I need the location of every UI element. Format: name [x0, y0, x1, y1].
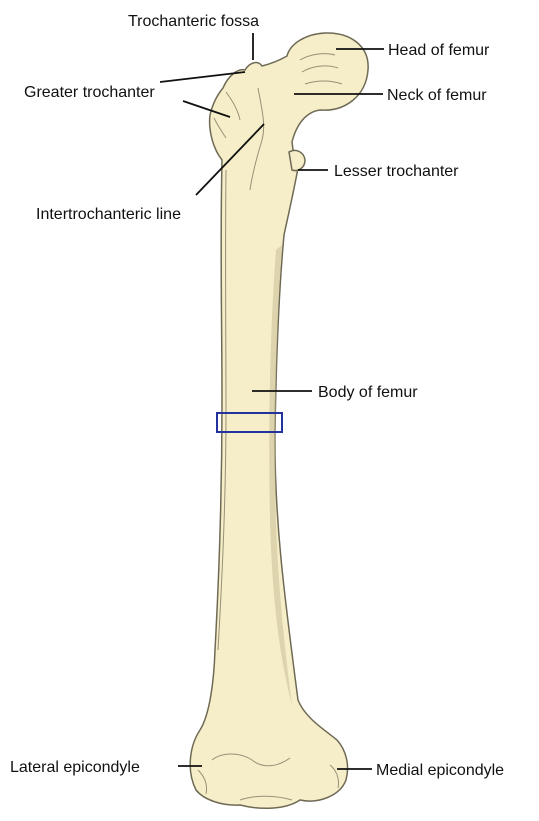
label-lateral-epicondyle: Lateral epicondyle: [10, 759, 140, 776]
label-head-of-femur: Head of femur: [388, 42, 490, 59]
label-neck-of-femur: Neck of femur: [387, 87, 487, 104]
lesser-trochanter-bump: [289, 150, 305, 170]
label-lesser-trochanter: Lesser trochanter: [334, 163, 459, 180]
label-medial-epicondyle: Medial epicondyle: [376, 762, 504, 779]
label-greater-trochanter: Greater trochanter: [24, 84, 155, 101]
label-body-of-femur: Body of femur: [318, 384, 418, 401]
label-intertrochanteric-line: Intertrochanteric line: [36, 206, 181, 223]
label-trochanteric-fossa: Trochanteric fossa: [128, 13, 259, 30]
